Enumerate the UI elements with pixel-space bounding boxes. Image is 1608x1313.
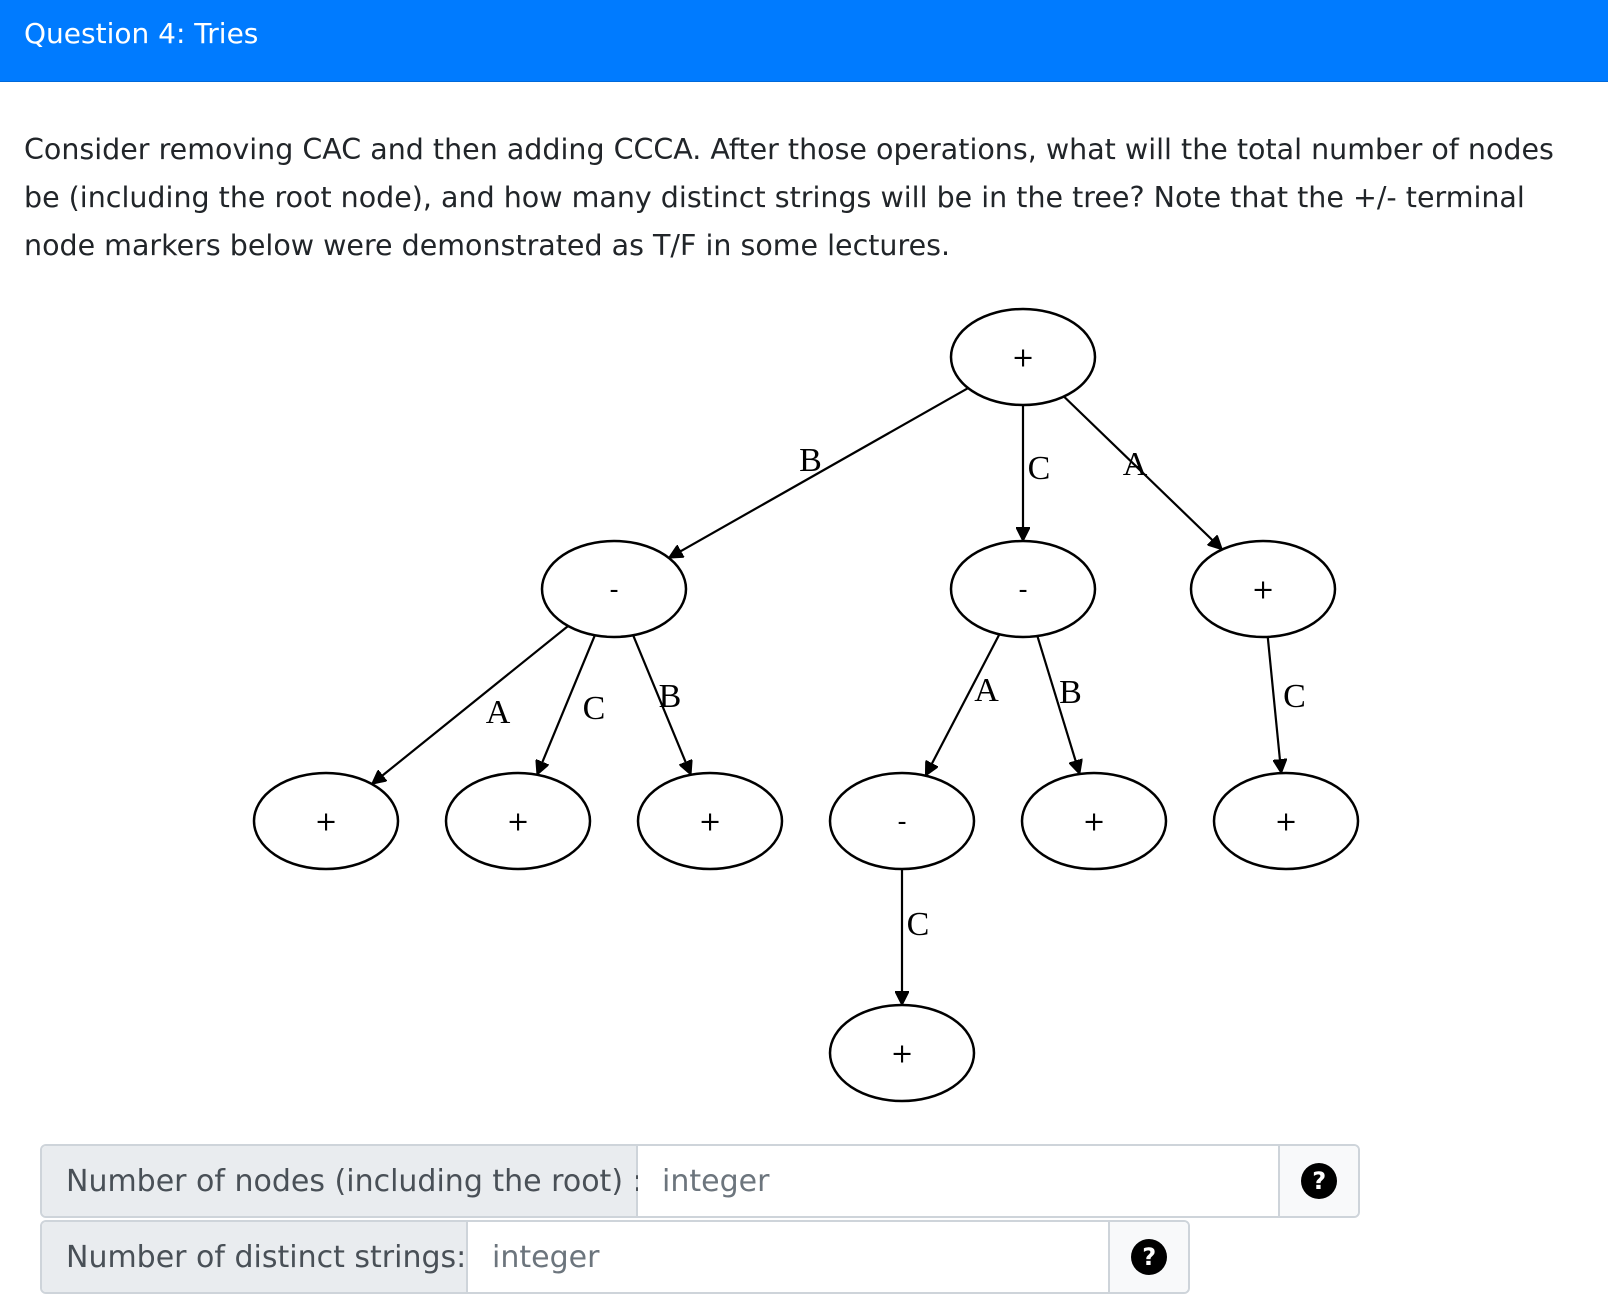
trie-node-ca: - — [828, 771, 976, 871]
trie-node-ellipse — [828, 1003, 976, 1103]
trie-node-ac: + — [1212, 771, 1360, 871]
trie-edge-a-ac — [1266, 636, 1282, 773]
trie-node-cb: + — [1020, 771, 1168, 871]
trie-node-b: - — [540, 539, 688, 639]
trie-nodes: + - - + + + + - + + + — [252, 307, 1360, 1103]
trie-node-marker: - — [609, 575, 618, 606]
trie-node-marker: - — [897, 807, 906, 838]
nodes-answer-input[interactable] — [638, 1146, 1279, 1216]
trie-edge-label: C — [1283, 678, 1306, 715]
trie-node-marker: + — [699, 807, 722, 838]
trie-node-marker: + — [1252, 575, 1275, 606]
trie-node-ellipse — [949, 307, 1097, 407]
trie-edge-b-bb — [632, 634, 691, 774]
question-title: Question 4: Tries — [24, 17, 259, 50]
trie-node-ellipse — [828, 771, 976, 871]
strings-answer-label: Number of distinct strings: — [42, 1222, 468, 1292]
trie-node-marker: + — [891, 1039, 914, 1070]
trie-node-ba: + — [252, 771, 400, 871]
trie-node-a: + — [1189, 539, 1337, 639]
trie-node-ellipse — [252, 771, 400, 871]
trie-node-ellipse — [444, 771, 592, 871]
trie-node-c: - — [949, 539, 1097, 639]
trie-node-marker: + — [315, 807, 338, 838]
trie-node-cac: + — [828, 1003, 976, 1103]
nodes-help-button[interactable]: ? — [1278, 1146, 1358, 1216]
trie-diagram: B C A A C B A B C C + - - + + + + - + + + — [252, 307, 1360, 1103]
trie-node-marker: + — [1083, 807, 1106, 838]
question-prompt: Consider removing CAC and then adding CC… — [24, 133, 1554, 262]
trie-node-ellipse — [636, 771, 784, 871]
trie-node-ellipse — [949, 539, 1097, 639]
trie-node-ellipse — [1189, 539, 1337, 639]
nodes-answer-group: Number of nodes (including the root) : ? — [40, 1144, 1360, 1218]
trie-edge-root-a — [1063, 395, 1222, 550]
trie-node-marker: - — [1018, 575, 1027, 606]
trie-node-marker: + — [1275, 807, 1298, 838]
trie-edge-b-bc — [537, 634, 596, 774]
trie-edge-label: C — [907, 906, 930, 943]
trie-edge-label: A — [974, 672, 999, 709]
question-circle-icon: ? — [1131, 1239, 1168, 1275]
strings-help-button[interactable]: ? — [1108, 1222, 1188, 1292]
trie-node-bc: + — [444, 771, 592, 871]
trie-node-marker: + — [507, 807, 530, 838]
trie-edge-c-cb — [1036, 635, 1079, 774]
trie-node-ellipse — [1020, 771, 1168, 871]
strings-answer-group: Number of distinct strings: ? — [40, 1220, 1190, 1294]
trie-node-marker: + — [1012, 343, 1035, 374]
strings-answer-input[interactable] — [468, 1222, 1109, 1292]
trie-edge-root-b — [669, 387, 969, 559]
trie-node-ellipse — [540, 539, 688, 639]
trie-edge-label: B — [1059, 674, 1082, 711]
trie-edge-label: B — [799, 442, 822, 479]
trie-edge-label: A — [486, 694, 511, 731]
trie-edge-b-ba — [372, 625, 569, 784]
trie-node-ellipse — [1212, 771, 1360, 871]
trie-edges: B C A A C B A B C C — [372, 387, 1306, 1005]
trie-node-bb: + — [636, 771, 784, 871]
trie-edge-c-ca — [924, 633, 1001, 775]
question-header: Question 4: Tries — [0, 0, 1608, 82]
trie-edge-label: A — [1123, 446, 1148, 483]
trie-edge-label: B — [659, 678, 682, 715]
nodes-answer-label: Number of nodes (including the root) : — [42, 1146, 643, 1216]
trie-node-root: + — [949, 307, 1097, 407]
trie-edge-label: C — [1028, 450, 1051, 487]
trie-edge-label: C — [583, 690, 606, 727]
question-circle-icon: ? — [1301, 1163, 1338, 1199]
